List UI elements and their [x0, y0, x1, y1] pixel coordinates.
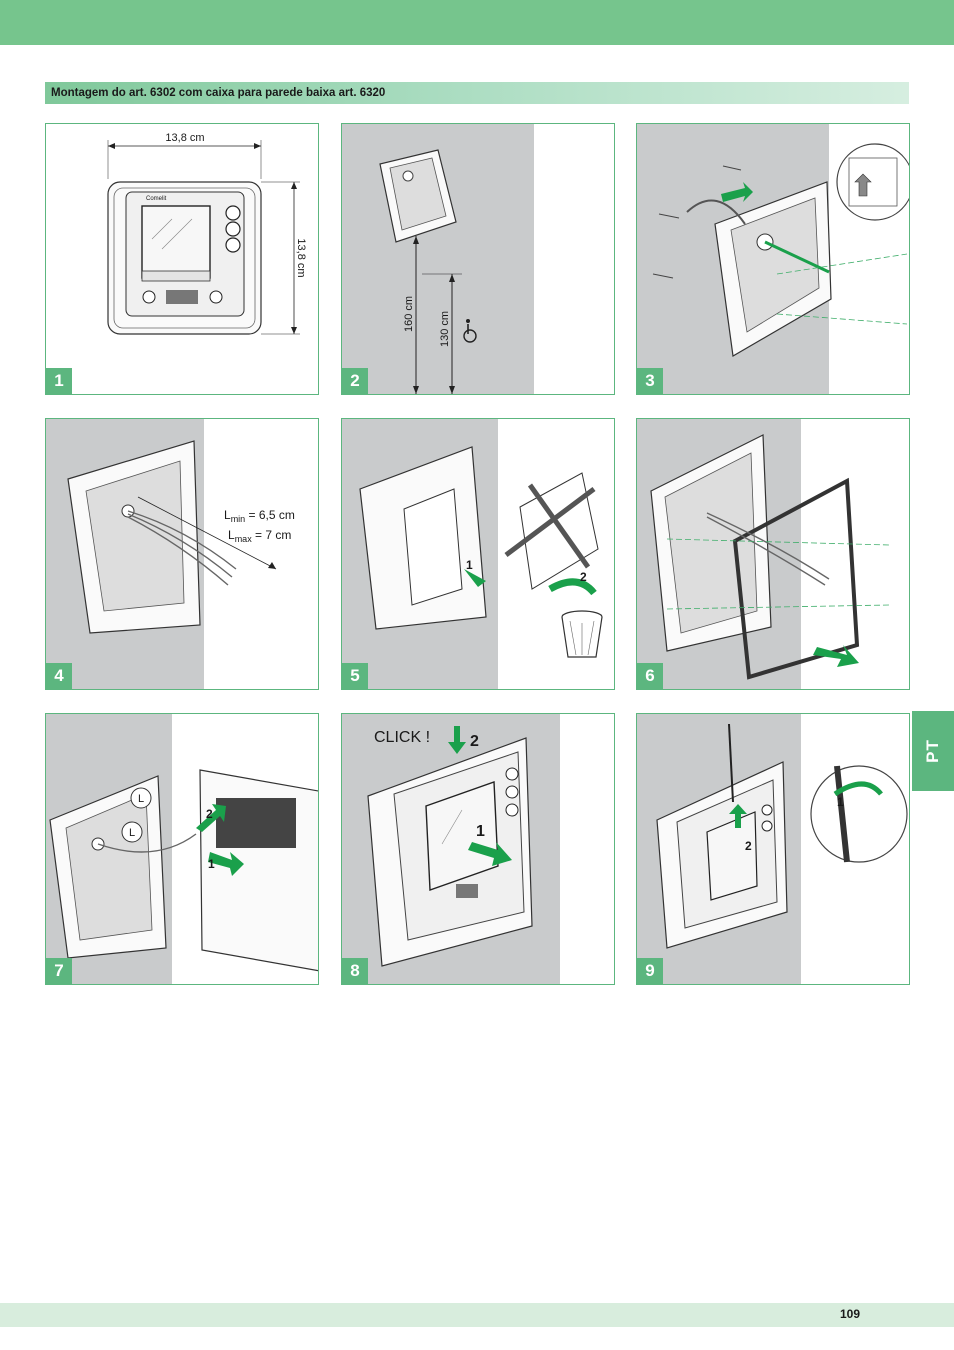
step-8-mark-2: 2 — [470, 733, 479, 750]
wire-label-1: L — [138, 793, 144, 805]
width-dimension-label: 13,8 cm — [165, 132, 204, 144]
step-2-illustration: 160 cm 130 cm — [379, 149, 477, 394]
lmax-label: Lmax = 7 cm — [228, 528, 291, 544]
step-5-mark-1: 1 — [466, 558, 473, 572]
step-number-7: 7 — [46, 958, 72, 984]
top-color-band — [0, 0, 954, 45]
height-dimension-label: 13,8 cm — [295, 238, 307, 277]
lmin-label: Lmin = 6,5 cm — [224, 508, 295, 524]
step-7-panel: L L 2 1 7 — [45, 713, 319, 985]
section-title: Montagem do art. 6302 com caixa para par… — [45, 82, 909, 104]
step-number-2: 2 — [342, 368, 368, 394]
wire-label-2: L — [129, 827, 135, 839]
step-1-panel: 13,8 cm 13,8 cm Comelit 1 — [45, 123, 319, 395]
step-4-illustration: Lmin = 6,5 cm Lmax = 7 cm — [67, 440, 295, 634]
step-7-illustration: L L 2 1 — [49, 769, 318, 972]
step-9-panel: 2 1 9 — [636, 713, 910, 985]
wastebasket-icon — [561, 610, 603, 658]
step-8-panel: CLICK ! 2 1 8 — [341, 713, 615, 985]
step-2-panel: 160 cm 130 cm 2 — [341, 123, 615, 395]
wheelchair-icon — [463, 319, 477, 343]
step-9-mark-2: 2 — [745, 839, 752, 853]
step-6-panel: 6 — [636, 418, 910, 690]
step-number-4: 4 — [46, 663, 72, 689]
step-3-illustration — [652, 143, 909, 357]
step-number-5: 5 — [342, 663, 368, 689]
step-5-illustration: 1 2 — [359, 446, 603, 658]
footer-band — [0, 1303, 954, 1327]
step-1-illustration: 13,8 cm 13,8 cm Comelit — [107, 132, 307, 335]
step-5-mark-2: 2 — [580, 570, 587, 584]
step-9-illustration: 2 1 — [656, 723, 908, 949]
step-8-illustration: CLICK ! 2 1 — [367, 726, 533, 967]
step-7-mark-1: 1 — [208, 857, 215, 871]
step-5-panel: 1 2 5 — [341, 418, 615, 690]
step-8-mark-1: 1 — [476, 823, 485, 840]
step-number-8: 8 — [342, 958, 368, 984]
step-number-1: 1 — [46, 368, 72, 394]
step-3-panel: 3 — [636, 123, 910, 395]
step-9-mark-1: 1 — [837, 795, 844, 809]
step-7-mark-2: 2 — [206, 807, 213, 821]
step-4-panel: Lmin = 6,5 cm Lmax = 7 cm 4 — [45, 418, 319, 690]
step-number-6: 6 — [637, 663, 663, 689]
step-6-illustration — [650, 434, 890, 680]
height-160-label: 160 cm — [403, 296, 415, 332]
language-tab: PT — [912, 711, 954, 791]
click-label: CLICK ! — [374, 729, 430, 746]
page-number: 109 — [840, 1307, 861, 1321]
step-number-3: 3 — [637, 368, 663, 394]
step-number-9: 9 — [637, 958, 663, 984]
brand-logo: Comelit — [146, 196, 167, 202]
height-130-label: 130 cm — [439, 311, 451, 347]
